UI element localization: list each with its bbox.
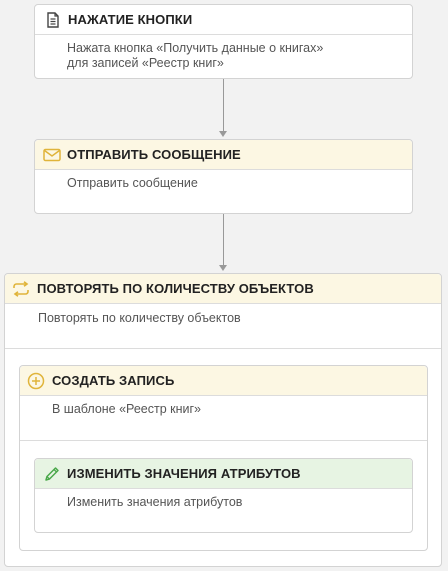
create-record-divider (20, 440, 427, 441)
connector-line (223, 214, 224, 266)
loop-divider (5, 348, 441, 349)
node-change-attributes-header: ИЗМЕНИТЬ ЗНАЧЕНИЯ АТРИБУТОВ (35, 459, 412, 489)
node-change-attributes-body: Изменить значения атрибутов (67, 495, 243, 509)
connector-line (223, 79, 224, 132)
node-repeat-loop-body: Повторять по количеству объектов (38, 311, 241, 325)
node-button-press-title: НАЖАТИЕ КНОПКИ (68, 12, 193, 27)
node-create-record-title: СОЗДАТЬ ЗАПИСЬ (52, 373, 175, 388)
connector-arrowhead (219, 131, 227, 137)
node-button-press-line1: Нажата кнопка «Получить данные о книгах» (67, 41, 324, 55)
node-send-message[interactable]: ОТПРАВИТЬ СООБЩЕНИЕ Отправить сообщение (34, 139, 413, 214)
plus-circle-icon (26, 371, 46, 391)
document-icon (43, 10, 63, 30)
node-create-record[interactable]: СОЗДАТЬ ЗАПИСЬ В шаблоне «Реестр книг» И… (19, 365, 428, 551)
node-create-record-header: СОЗДАТЬ ЗАПИСЬ (20, 366, 427, 396)
node-repeat-loop-header: ПОВТОРЯТЬ ПО КОЛИЧЕСТВУ ОБЪЕКТОВ (5, 274, 441, 304)
envelope-icon (42, 145, 62, 165)
node-send-message-header: ОТПРАВИТЬ СООБЩЕНИЕ (35, 140, 412, 170)
node-repeat-loop[interactable]: ПОВТОРЯТЬ ПО КОЛИЧЕСТВУ ОБЪЕКТОВ Повторя… (4, 273, 442, 567)
connector-arrowhead (219, 265, 227, 271)
node-send-message-body: Отправить сообщение (67, 176, 198, 190)
node-repeat-loop-title: ПОВТОРЯТЬ ПО КОЛИЧЕСТВУ ОБЪЕКТОВ (37, 281, 314, 296)
pencil-icon (42, 464, 62, 484)
node-change-attributes-title: ИЗМЕНИТЬ ЗНАЧЕНИЯ АТРИБУТОВ (67, 466, 301, 481)
node-send-message-title: ОТПРАВИТЬ СООБЩЕНИЕ (67, 147, 241, 162)
repeat-icon (11, 279, 31, 299)
node-button-press-line2: для записей «Реестр книг» (67, 56, 224, 70)
node-button-press-header: НАЖАТИЕ КНОПКИ (35, 5, 412, 35)
node-create-record-body: В шаблоне «Реестр книг» (52, 402, 202, 416)
node-change-attributes[interactable]: ИЗМЕНИТЬ ЗНАЧЕНИЯ АТРИБУТОВ Изменить зна… (34, 458, 413, 533)
node-button-press[interactable]: НАЖАТИЕ КНОПКИ Нажата кнопка «Получить д… (34, 4, 413, 79)
node-button-press-body: Нажата кнопка «Получить данные о книгах»… (35, 35, 412, 71)
